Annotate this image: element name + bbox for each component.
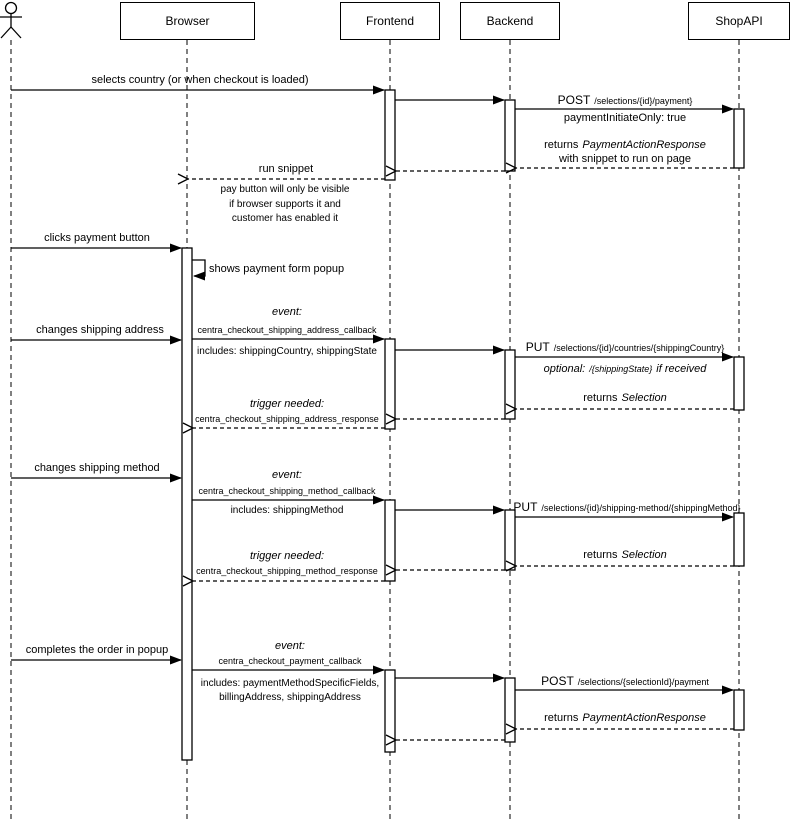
http-path: /selections/{id}/shipping-method/{shippi… <box>541 503 741 513</box>
returns-type: Selection <box>621 549 667 561</box>
returns-type: Selection <box>621 392 667 404</box>
label-put-countries: PUT/selections/{id}/countries/{shippingC… <box>526 341 725 355</box>
label-put-countries-optional: optional:/{shippingState}if received <box>544 363 707 376</box>
participant-shopapi: ShopAPI <box>688 2 790 40</box>
label-selects-country: selects country (or when checkout is loa… <box>91 74 309 86</box>
participant-browser-label: Browser <box>165 14 210 28</box>
participant-browser: Browser <box>120 2 255 40</box>
label-address-event-title: event: <box>272 306 302 318</box>
label-payment-event-includes-2: billingAddress, shippingAddress <box>219 692 361 703</box>
label-payment-initiate-only: paymentInitiateOnly: true <box>563 112 687 124</box>
returns-type: PaymentActionResponse <box>582 139 706 151</box>
activation-shopapi-4 <box>733 689 745 731</box>
activation-frontend-2 <box>384 338 396 430</box>
participant-backend-label: Backend <box>486 14 534 28</box>
note-pay-button-line3: customer has enabled it <box>231 213 339 224</box>
http-path: /selections/{id}/payment} <box>594 96 693 106</box>
label-returns-par-snippet-line2: with snippet to run on page <box>558 153 692 165</box>
label-payment-event-title: event: <box>275 640 305 652</box>
activation-backend-1 <box>504 99 516 172</box>
label-payment-event-includes-1: includes: paymentMethodSpecificFields, <box>200 678 380 689</box>
http-verb: POST <box>541 674 574 688</box>
http-verb: POST <box>557 93 591 107</box>
optional-prefix: optional: <box>543 363 586 375</box>
label-clicks-payment-button: clicks payment button <box>44 232 150 244</box>
participant-frontend-label: Frontend <box>365 14 415 28</box>
note-pay-button-line1: pay button will only be visible <box>220 184 350 195</box>
label-changes-shipping-method: changes shipping method <box>34 462 160 474</box>
label-shows-payment-form-popup: shows payment form popup <box>209 263 345 275</box>
note-pay-button-line2: if browser supports it and <box>229 199 341 210</box>
label-post-payment: POST/selections/{id}/payment} <box>558 94 693 108</box>
label-method-trigger-title: trigger needed: <box>250 550 324 562</box>
activation-shopapi-2 <box>733 356 745 411</box>
label-run-snippet: run snippet <box>258 163 314 175</box>
returns-prefix: returns <box>583 549 618 561</box>
label-address-trigger-code: centra_checkout_shipping_address_respons… <box>195 414 379 424</box>
returns-prefix: returns <box>544 139 579 151</box>
optional-code: /{shippingState} <box>589 364 653 374</box>
http-verb: PUT <box>513 500 538 514</box>
activation-backend-2 <box>504 349 516 420</box>
arrow-shows-popup-self <box>192 259 206 281</box>
activation-frontend-4 <box>384 669 396 753</box>
activation-shopapi-3 <box>733 512 745 567</box>
http-path: /selections/{id}/countries/{shippingCoun… <box>553 343 725 353</box>
http-path: /selections/{selectionId}/payment <box>577 677 709 687</box>
participant-frontend: Frontend <box>340 2 440 40</box>
label-post-payment-final: POST/selections/{selectionId}/payment <box>541 675 709 689</box>
participant-backend: Backend <box>460 2 560 40</box>
label-payment-event-code: centra_checkout_payment_callback <box>218 656 362 666</box>
activation-browser <box>181 247 193 761</box>
label-put-shipping-method: PUT/selections/{id}/shipping-method/{shi… <box>513 501 740 515</box>
label-method-event-includes: includes: shippingMethod <box>230 505 344 516</box>
label-method-event-code: centra_checkout_shipping_method_callback <box>198 486 376 496</box>
activation-backend-4 <box>504 677 516 743</box>
label-address-trigger-title: trigger needed: <box>250 398 324 410</box>
returns-type: PaymentActionResponse <box>582 712 706 724</box>
actor-icon <box>0 1 22 39</box>
label-completes-order: completes the order in popup <box>25 644 169 656</box>
label-address-event-code: centra_checkout_shipping_address_callbac… <box>197 325 377 335</box>
participant-shopapi-label: ShopAPI <box>715 14 763 28</box>
activation-backend-3 <box>504 509 516 571</box>
returns-prefix: returns <box>583 392 618 404</box>
returns-prefix: returns <box>544 712 579 724</box>
label-changes-shipping-address: changes shipping address <box>36 324 164 336</box>
label-method-event-title: event: <box>272 469 302 481</box>
http-verb: PUT <box>525 340 550 354</box>
activation-frontend-1 <box>384 89 396 181</box>
label-method-trigger-code: centra_checkout_shipping_method_response <box>196 566 378 576</box>
activation-shopapi-1 <box>733 108 745 169</box>
optional-suffix: if received <box>656 363 707 375</box>
activation-frontend-3 <box>384 499 396 582</box>
label-address-event-includes: includes: shippingCountry, shippingState <box>197 346 377 357</box>
